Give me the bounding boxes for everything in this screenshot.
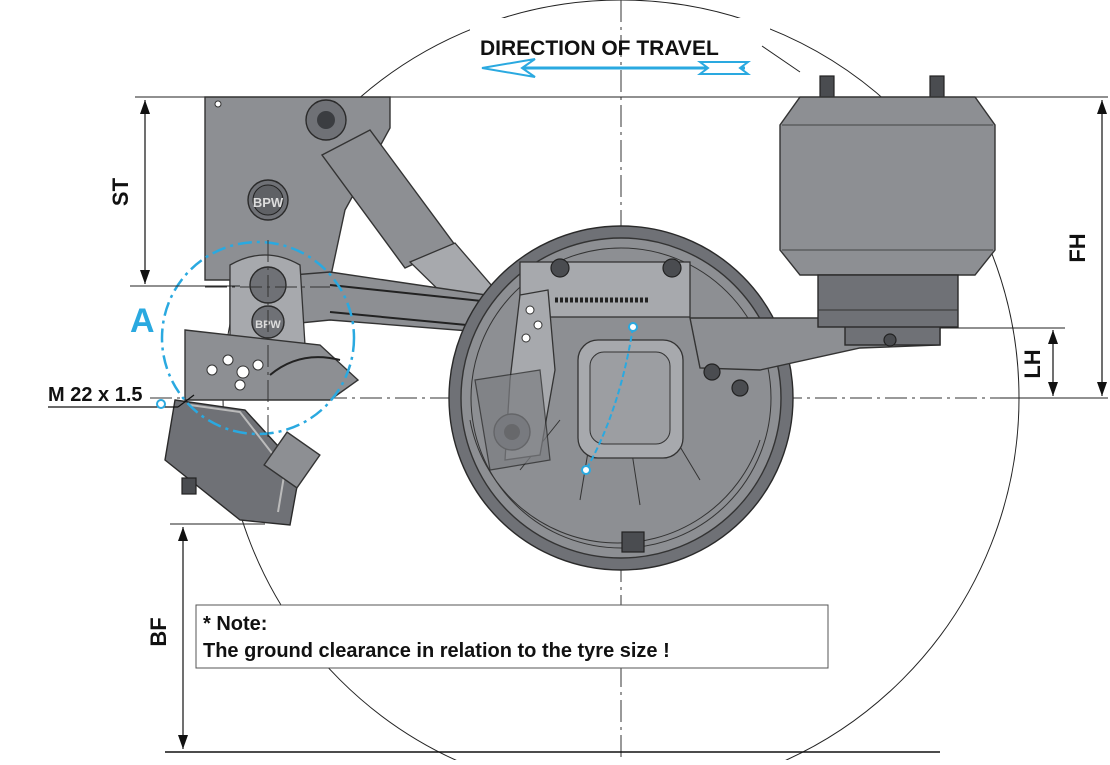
axle-beam xyxy=(689,317,941,397)
note-text: The ground clearance in relation to the … xyxy=(203,640,670,662)
note-heading: * Note: xyxy=(203,613,267,635)
direction-arrow-head xyxy=(481,58,536,78)
title-mask xyxy=(470,18,770,58)
direction-of-travel: DIRECTION OF TRAVEL xyxy=(480,37,801,78)
thread-callout: M 22 x 1.5 xyxy=(48,384,195,409)
direction-arrow-tail xyxy=(697,61,751,75)
dimension-st: ST xyxy=(108,100,240,287)
arc-end-point xyxy=(581,465,591,475)
dimension-fh-label: FH xyxy=(1065,233,1090,262)
dimension-bf-label: BF xyxy=(146,617,171,646)
dimension-bf: BF xyxy=(146,523,265,749)
slack-adjuster xyxy=(474,289,556,471)
note-frame xyxy=(195,604,829,669)
dimension-lh-label: LH xyxy=(1020,349,1045,378)
hanger-logo: BPW xyxy=(253,195,284,210)
hanger-bracket: BPW xyxy=(204,96,391,281)
arc-start-point xyxy=(628,322,638,332)
brake-chamber xyxy=(164,399,321,526)
dimension-fh: FH xyxy=(1000,100,1108,399)
direction-title: DIRECTION OF TRAVEL xyxy=(480,37,719,60)
note-box: * Note: The ground clearance in relation… xyxy=(195,604,829,669)
air-bellows xyxy=(779,75,996,328)
travel-arc xyxy=(585,326,634,471)
dimension-st-label: ST xyxy=(108,177,133,206)
detail-a-circle xyxy=(160,240,356,436)
dimension-lh: LH xyxy=(940,327,1065,396)
detail-a-label: A xyxy=(130,302,155,340)
thread-spec-label: M 22 x 1.5 xyxy=(48,384,143,406)
